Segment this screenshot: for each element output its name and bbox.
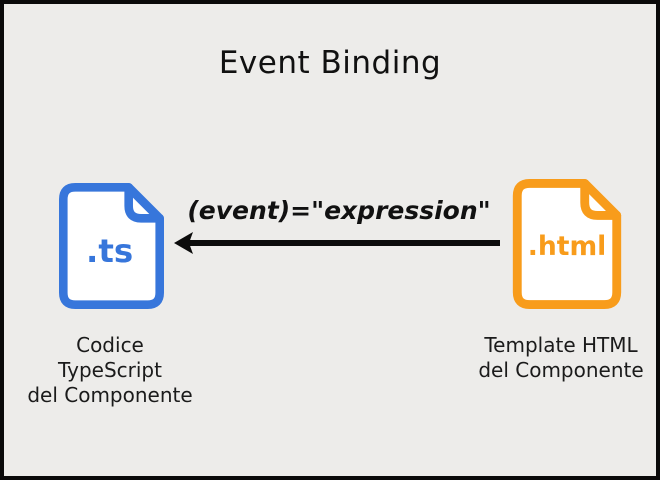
folded-corner-icon (124, 183, 164, 223)
html-file-icon: .html (512, 179, 622, 309)
typescript-caption-line2: del Componente (27, 383, 193, 407)
html-caption-line1: Template HTML (484, 333, 638, 357)
ts-extension-label: .ts (86, 232, 133, 270)
event-expression-label: (event)="expression" (187, 196, 491, 225)
typescript-file-icon: .ts (59, 183, 164, 309)
html-caption-line2: del Componente (478, 358, 644, 382)
typescript-caption-line1: Codice TypeScript (58, 333, 162, 382)
folded-corner-icon (580, 179, 622, 220)
diagram-title: Event Binding (218, 45, 442, 81)
binding-arrow-icon (174, 232, 500, 254)
html-caption: Template HTML del Componente (476, 333, 646, 383)
typescript-caption: Codice TypeScript del Componente (25, 333, 195, 408)
html-extension-label: .html (528, 231, 607, 262)
arrowhead-icon (174, 232, 193, 254)
